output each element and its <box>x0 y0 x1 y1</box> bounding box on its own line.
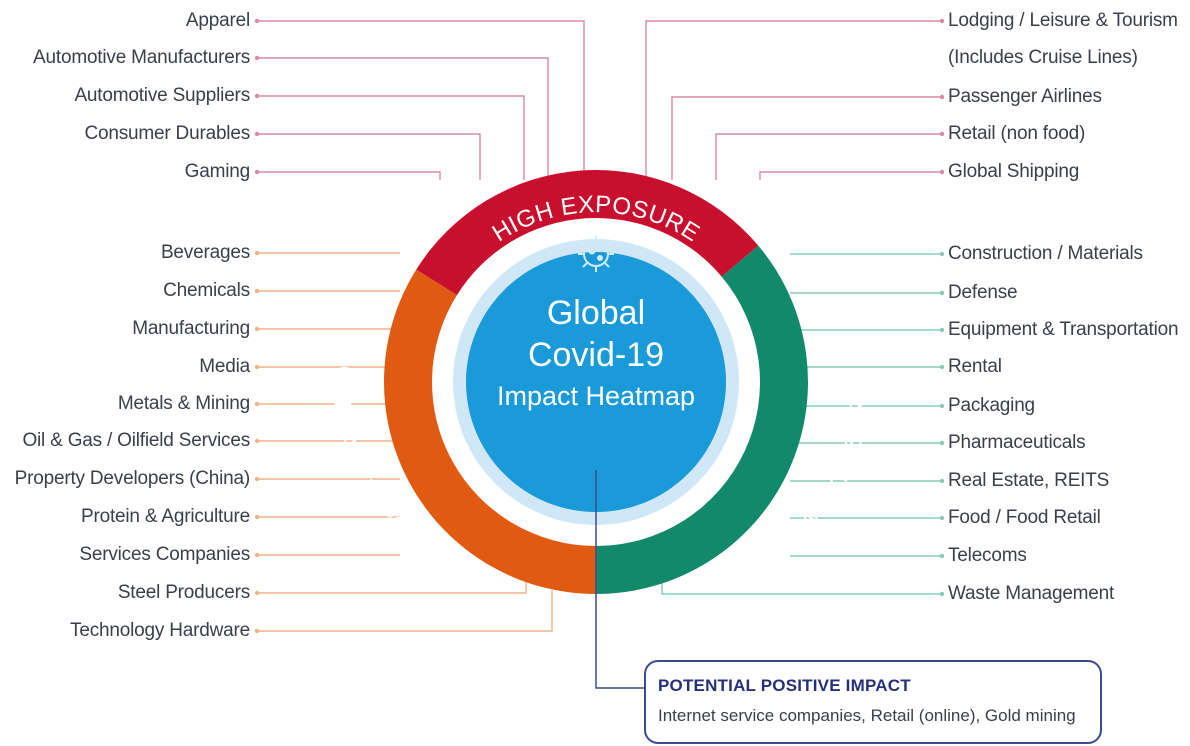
sector-label-low: Telecoms <box>948 545 1027 566</box>
center-title-line1: Global <box>547 294 645 332</box>
center-circle <box>466 252 726 512</box>
sector-label-moderate: Protein & Agriculture <box>81 506 250 527</box>
sector-label-high-right: Global Shipping <box>948 161 1080 182</box>
sector-label-low: Packaging <box>948 395 1035 416</box>
sector-label-moderate: Chemicals <box>163 280 250 301</box>
connector-high-left <box>257 133 481 180</box>
segment-moderate-exposure <box>384 269 596 594</box>
sector-label-high-left: Automotive Suppliers <box>74 85 250 106</box>
sector-label-low: Pharmaceuticals <box>948 432 1086 453</box>
center-title-line3: Impact Heatmap <box>497 381 695 411</box>
connector-lines <box>254 18 945 634</box>
connector-low <box>661 580 942 595</box>
connector-high-left <box>257 57 549 180</box>
sector-label-moderate: Property Developers (China) <box>14 468 251 489</box>
sector-label-low: Waste Management <box>948 583 1115 604</box>
sector-label-high-left: Consumer Durables <box>84 123 250 144</box>
positive-impact-box: POTENTIAL POSITIVE IMPACT Internet servi… <box>644 660 1102 744</box>
sector-label-moderate: Beverages <box>160 242 250 263</box>
sector-label-low: Food / Food Retail <box>948 507 1101 528</box>
sector-label-low: Equipment & Transportation <box>948 319 1179 340</box>
sector-label-high-left: Gaming <box>184 161 251 182</box>
sector-label-low: Rental <box>948 356 1002 377</box>
sector-label-high-left: Automotive Manufacturers <box>33 47 250 68</box>
connector-high-left <box>257 171 441 180</box>
segment-high-exposure <box>416 169 759 296</box>
sector-label-low: Defense <box>948 282 1018 303</box>
positive-impact-text: Internet service companies, Retail (onli… <box>658 706 1076 725</box>
sector-label-moderate: Steel Producers <box>117 582 250 603</box>
sector-label-high-right: Passenger Airlines <box>948 86 1102 107</box>
sector-label-moderate: Oil & Gas / Oilfield Services <box>22 430 250 451</box>
center-title-line2: Covid-19 <box>528 336 664 374</box>
connector-high-left <box>257 95 525 180</box>
positive-impact-title: POTENTIAL POSITIVE IMPACT <box>658 676 911 695</box>
sector-label-low: Real Estate, REITS <box>948 470 1110 491</box>
connector-moderate <box>257 582 527 594</box>
sector-label-moderate: Technology Hardware <box>70 620 250 641</box>
positive-connector <box>595 470 648 689</box>
virus-icon <box>578 236 614 272</box>
connector-high-right <box>645 20 942 180</box>
sector-label-high-right: (Includes Cruise Lines) <box>948 47 1138 68</box>
connector-high-right <box>759 171 942 180</box>
sector-label-high-right: Lodging / Leisure & Tourism <box>948 10 1178 31</box>
segment-low-exposure <box>596 245 808 594</box>
sector-label-moderate: Manufacturing <box>132 318 250 339</box>
sector-label-moderate: Services Companies <box>79 544 250 565</box>
connector-moderate <box>257 590 553 632</box>
sector-label-moderate: Metals & Mining <box>117 393 250 414</box>
sector-label-moderate: Media <box>199 356 250 377</box>
exposure-ring <box>384 169 808 594</box>
connector-high-left <box>257 20 585 180</box>
sector-label-low: Construction / Materials <box>948 243 1143 264</box>
connector-high-right <box>671 96 942 180</box>
sector-label-high-left: Apparel <box>185 10 250 31</box>
sector-label-high-right: Retail (non food) <box>948 123 1086 144</box>
connector-high-right <box>715 133 942 180</box>
